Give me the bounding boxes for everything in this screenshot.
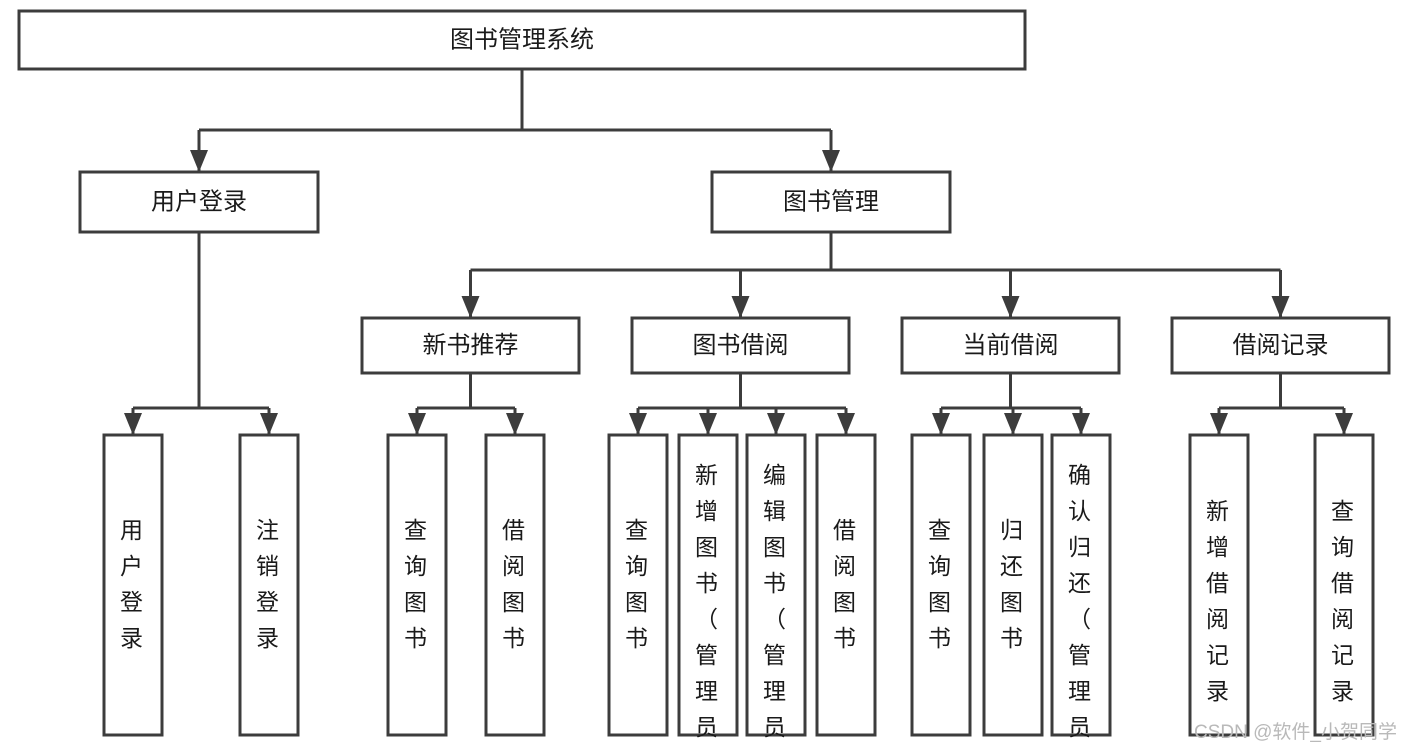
node-leaf-confirm-return[interactable]: 确认归还（管理员） xyxy=(1050,433,1112,747)
node-book-borrow[interactable]: 图书借阅 xyxy=(630,316,851,375)
node-leaf-return-book[interactable]: 归还图书 xyxy=(982,433,1044,737)
node-label-leaf-query-book-borrow: 查询图书 xyxy=(625,517,651,651)
node-new-book-recommend[interactable]: 新书推荐 xyxy=(360,316,581,375)
node-label-leaf-query-book-current: 查询图书 xyxy=(928,517,954,651)
node-box-book-management xyxy=(710,170,952,234)
arrow-head-icon xyxy=(699,413,717,435)
node-box-leaf-borrow-book xyxy=(815,433,877,737)
arrow-head-icon xyxy=(629,413,647,435)
arrow-head-icon xyxy=(124,413,142,435)
node-box-leaf-query-record xyxy=(1313,433,1375,737)
node-leaf-query-book-borrow[interactable]: 查询图书 xyxy=(607,433,669,737)
node-leaf-borrow-book[interactable]: 借阅图书 xyxy=(815,433,877,737)
arrow-head-icon xyxy=(1072,413,1090,435)
connector-layer xyxy=(124,69,1353,435)
node-label-leaf-add-record: 新增借阅记录 xyxy=(1206,498,1232,704)
arrow-head-icon xyxy=(260,413,278,435)
node-label-leaf-borrow-book: 借阅图书 xyxy=(833,517,859,651)
node-box-root xyxy=(17,9,1027,71)
arrow-head-icon xyxy=(1210,413,1228,435)
node-label-borrow-record: 借阅记录 xyxy=(1233,332,1329,359)
node-label-book-management: 图书管理 xyxy=(783,188,879,215)
node-label-leaf-confirm-return: 确认归还（管理员） xyxy=(1068,462,1094,747)
node-box-leaf-confirm-return xyxy=(1050,433,1112,737)
node-box-leaf-borrow-book-rec xyxy=(484,433,546,737)
node-leaf-add-record[interactable]: 新增借阅记录 xyxy=(1188,433,1250,737)
node-label-root: 图书管理系统 xyxy=(450,26,594,53)
node-book-management[interactable]: 图书管理 xyxy=(710,170,952,234)
arrow-head-icon xyxy=(1271,296,1290,318)
node-leaf-query-book-rec[interactable]: 查询图书 xyxy=(386,433,448,737)
node-label-leaf-query-book-rec: 查询图书 xyxy=(404,517,430,651)
node-box-leaf-add-book xyxy=(677,433,739,737)
arrow-head-icon xyxy=(1004,413,1022,435)
node-box-new-book-recommend xyxy=(360,316,581,375)
node-box-leaf-return-book xyxy=(982,433,1044,737)
arrow-head-icon xyxy=(767,413,785,435)
node-box-leaf-add-record xyxy=(1188,433,1250,737)
node-leaf-logout[interactable]: 注销登录 xyxy=(238,433,300,737)
arrow-head-icon xyxy=(1335,413,1353,435)
node-label-leaf-return-book: 归还图书 xyxy=(1000,517,1026,651)
node-box-book-borrow xyxy=(630,316,851,375)
node-label-leaf-add-book: 新增图书（管理员） xyxy=(695,462,721,747)
arrow-head-icon xyxy=(731,296,750,318)
node-leaf-add-book[interactable]: 新增图书（管理员） xyxy=(677,433,739,747)
node-label-user-login: 用户登录 xyxy=(151,188,247,215)
node-box-user-login xyxy=(78,170,320,234)
node-box-leaf-edit-book xyxy=(745,433,807,737)
arrow-head-icon xyxy=(506,413,524,435)
node-label-leaf-edit-book: 编辑图书（管理员） xyxy=(763,462,789,747)
node-label-current-borrow: 当前借阅 xyxy=(963,332,1059,359)
arrow-head-icon xyxy=(822,150,840,172)
node-leaf-query-record[interactable]: 查询借阅记录 xyxy=(1313,433,1375,737)
node-box-borrow-record xyxy=(1170,316,1391,375)
arrow-head-icon xyxy=(1001,296,1020,318)
node-label-leaf-logout: 注销登录 xyxy=(256,517,282,651)
node-leaf-user-login[interactable]: 用户登录 xyxy=(102,433,164,737)
node-leaf-borrow-book-rec[interactable]: 借阅图书 xyxy=(484,433,546,737)
node-box-leaf-query-book-rec xyxy=(386,433,448,737)
node-current-borrow[interactable]: 当前借阅 xyxy=(900,316,1121,375)
node-box-leaf-query-book-current xyxy=(910,433,972,737)
node-leaf-edit-book[interactable]: 编辑图书（管理员） xyxy=(745,433,807,747)
node-label-leaf-borrow-book-rec: 借阅图书 xyxy=(502,517,528,651)
node-user-login[interactable]: 用户登录 xyxy=(78,170,320,234)
node-label-leaf-user-login: 用户登录 xyxy=(120,517,146,651)
node-label-new-book-recommend: 新书推荐 xyxy=(423,332,519,359)
node-layer: 图书管理系统用户登录图书管理新书推荐图书借阅当前借阅借阅记录用户登录注销登录查询… xyxy=(17,9,1391,747)
node-borrow-record[interactable]: 借阅记录 xyxy=(1170,316,1391,375)
node-box-leaf-user-login xyxy=(102,433,164,737)
node-label-leaf-query-record: 查询借阅记录 xyxy=(1331,498,1357,704)
arrow-head-icon xyxy=(408,413,426,435)
node-label-book-borrow: 图书借阅 xyxy=(693,332,789,359)
node-root[interactable]: 图书管理系统 xyxy=(17,9,1027,71)
arrow-head-icon xyxy=(461,296,480,318)
arrow-head-icon xyxy=(837,413,855,435)
node-box-current-borrow xyxy=(900,316,1121,375)
node-box-leaf-logout xyxy=(238,433,300,737)
arrow-head-icon xyxy=(190,150,208,172)
arrow-head-icon xyxy=(932,413,950,435)
node-box-leaf-query-book-borrow xyxy=(607,433,669,737)
node-leaf-query-book-current[interactable]: 查询图书 xyxy=(910,433,972,737)
